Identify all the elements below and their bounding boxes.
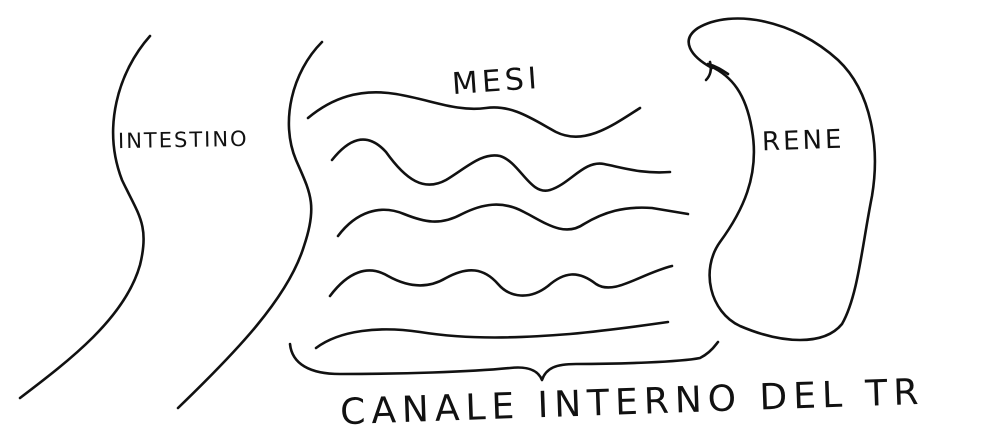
intestino-label: INTESTINO	[117, 126, 249, 154]
intestine-right-wall	[176, 40, 324, 410]
mesi-wavy-line-5	[314, 320, 670, 350]
mesi-brace	[288, 340, 720, 382]
mesi-wavy-line-1	[306, 90, 642, 138]
kidney-hook-mark	[704, 60, 730, 82]
intestine-left-wall	[18, 34, 152, 400]
mesi-wavy-line-4	[328, 264, 674, 298]
kidney-outline	[687, 17, 877, 342]
mesi-wavy-line-3	[336, 203, 690, 238]
mesi-label: MESI	[450, 60, 542, 103]
rene-label: RENE	[761, 124, 845, 158]
mesi-wavy-line-2	[330, 138, 672, 192]
